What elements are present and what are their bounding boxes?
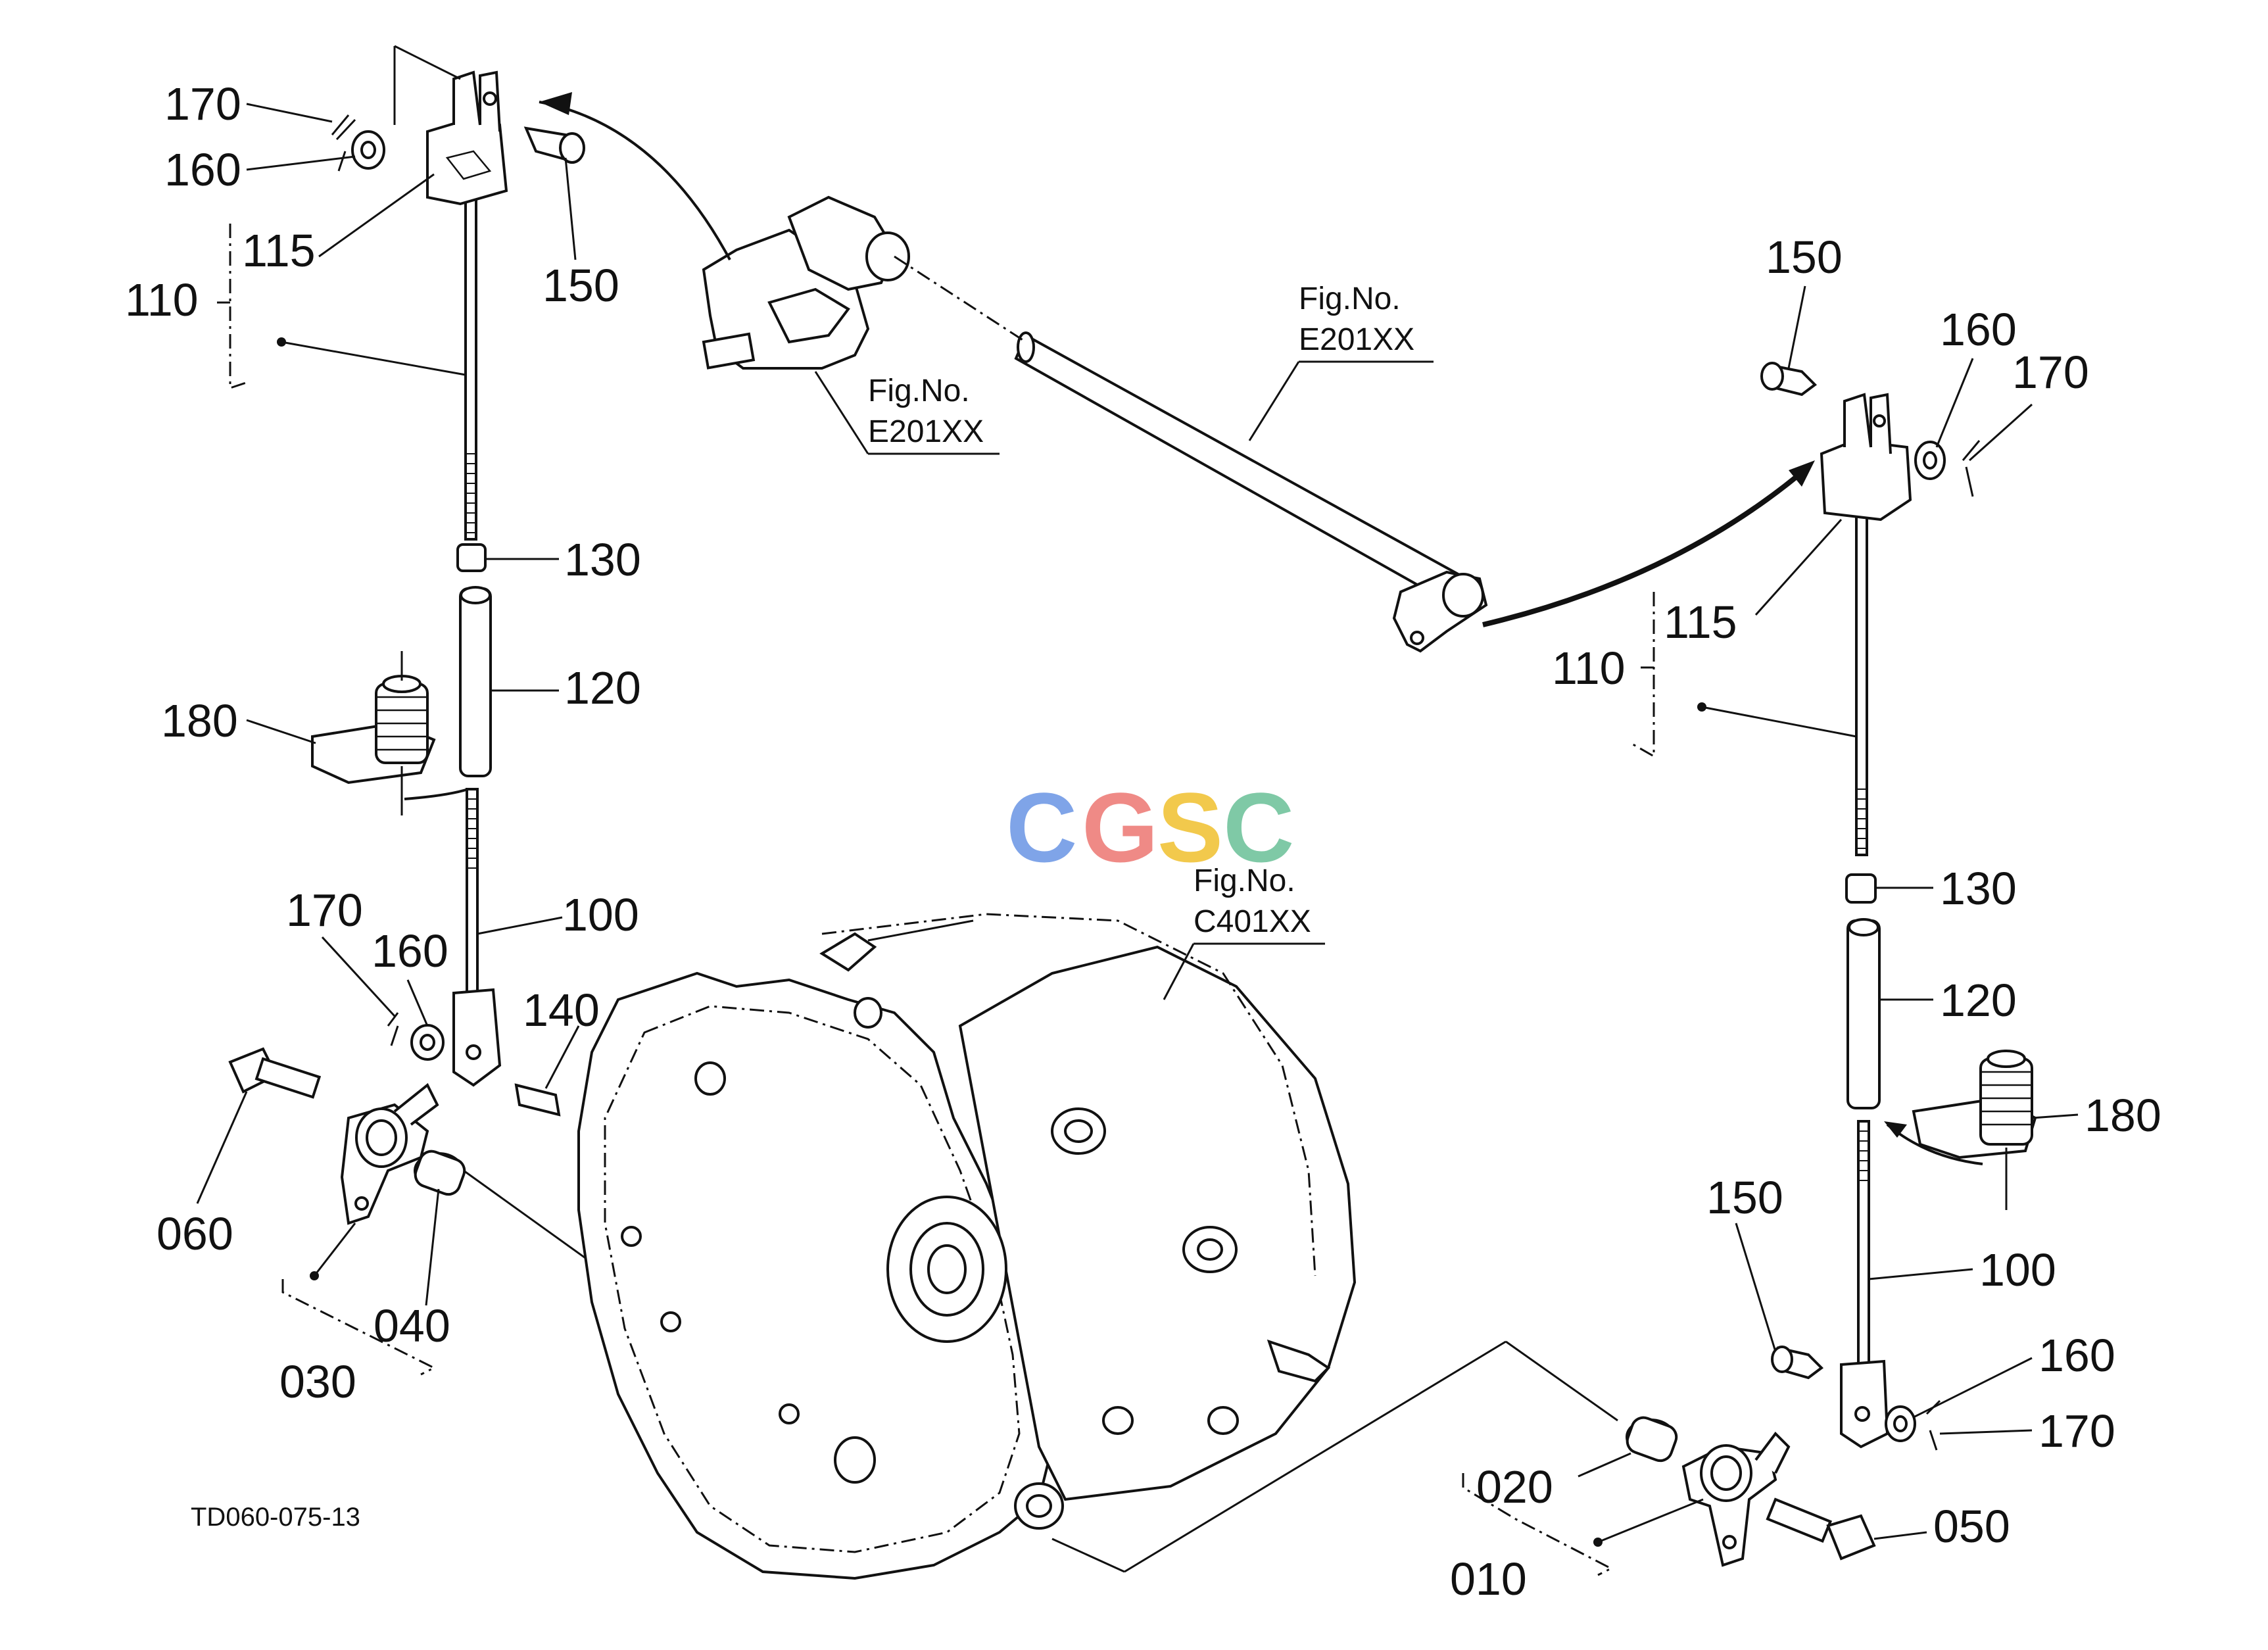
label-010: 010 <box>1450 1553 1527 1605</box>
left-rod-assembly <box>228 70 592 1264</box>
watermark-letter-3: S <box>1157 772 1223 883</box>
label-180-left: 180 <box>161 695 238 746</box>
fig-ref-a-code: E201XX <box>868 414 984 449</box>
transmission-housing <box>577 913 1618 1580</box>
fig-ref-b-code: E201XX <box>1299 322 1414 357</box>
label-150-lower-right: 150 <box>1706 1172 1783 1223</box>
label-160-top-right: 160 <box>1940 304 2017 355</box>
right-upper-rod <box>1855 512 1868 856</box>
leader-to-010 <box>1124 1340 1507 1573</box>
right-bolt-050-shank <box>1766 1497 1833 1543</box>
left-pin-140 <box>514 1083 561 1117</box>
right-lower-clevis <box>1840 1359 1889 1449</box>
right-rod-assembly <box>1626 362 2037 1567</box>
left-bolt-060-shank <box>254 1057 322 1099</box>
bellhousing-flange <box>577 971 1054 1580</box>
label-140: 140 <box>523 984 600 1036</box>
leader-lines <box>196 45 2079 1576</box>
label-100-left: 100 <box>562 889 639 940</box>
label-170-mid-left: 170 <box>286 885 363 936</box>
label-150-top-left: 150 <box>543 260 619 311</box>
right-upper-clevis <box>1820 439 1912 522</box>
label-050: 050 <box>1933 1501 2010 1552</box>
curved-arrow-right <box>1482 464 1810 627</box>
fig-ref-c-title: Fig.No. <box>1194 863 1295 898</box>
right-spring-180 <box>1979 1050 2033 1210</box>
right-lower-rod <box>1857 1120 1870 1366</box>
left-clevis-ear-1 <box>452 70 481 126</box>
label-115-right: 115 <box>1664 596 1737 648</box>
fig-ref-b-title: Fig.No. <box>1299 281 1401 316</box>
fig-reference-a: Fig.No. E201XX <box>814 371 1000 455</box>
fig-reference-b: Fig.No. E201XX <box>1248 281 1434 441</box>
right-sleeve-120 <box>1846 919 1881 1109</box>
right-nut-130 <box>1845 873 1877 904</box>
centre-shaft <box>1014 333 1468 607</box>
left-upper-rod <box>464 196 477 541</box>
fig-reference-c: Fig.No. C401XX <box>1163 863 1325 1000</box>
label-100-right: 100 <box>1979 1244 2056 1296</box>
watermark-letter-2: G <box>1082 772 1159 883</box>
transmission-case <box>958 945 1357 1501</box>
label-110-right: 110 <box>1552 643 1626 694</box>
label-160-lower-right: 160 <box>2039 1330 2115 1381</box>
left-split-pin-170 <box>331 114 356 172</box>
right-bolt-050-head <box>1826 1514 1876 1561</box>
left-sleeve-120 <box>459 587 492 777</box>
label-180-right: 180 <box>2085 1090 2161 1141</box>
left-lower-rod <box>466 788 479 994</box>
fig-ref-a-title: Fig.No. <box>868 374 970 408</box>
watermark-letter-1: C <box>1006 772 1077 883</box>
label-115-left: 115 <box>242 225 316 276</box>
curved-arrow-left <box>539 101 731 260</box>
label-170-top-left: 170 <box>164 78 241 130</box>
label-130-left: 130 <box>564 534 641 585</box>
right-split-pin-170 <box>1962 440 1981 497</box>
label-020: 020 <box>1476 1461 1553 1513</box>
label-150-top-right: 150 <box>1766 231 1843 283</box>
centre-shaft-assembly <box>539 92 1815 653</box>
label-120-left: 120 <box>564 662 641 714</box>
fig-ref-c-code: C401XX <box>1194 904 1311 939</box>
left-spring-180 <box>375 651 429 815</box>
part-labels: 170 160 115 110 150 130 120 180 170 160 … <box>125 78 2161 1605</box>
left-lower-split-pin-170 <box>387 1012 399 1046</box>
label-040: 040 <box>374 1300 450 1351</box>
label-170-lower-right: 170 <box>2039 1405 2115 1457</box>
watermark-letter-4: C <box>1223 772 1294 883</box>
left-clevis-hole <box>483 91 497 106</box>
label-060: 060 <box>157 1208 233 1259</box>
label-170-top-right: 170 <box>2012 347 2089 398</box>
label-160-top-left: 160 <box>164 144 241 195</box>
label-030: 030 <box>279 1356 356 1407</box>
left-lower-clevis <box>452 988 502 1087</box>
label-160-mid-left: 160 <box>372 925 448 977</box>
left-upper-clevis <box>426 120 508 206</box>
watermark-logo: C G S C <box>1006 772 1294 883</box>
drawing-code: TD060-075-13 <box>191 1503 360 1532</box>
left-upper-rod-thread <box>464 453 477 533</box>
label-120-right: 120 <box>1940 975 2017 1026</box>
label-130-right: 130 <box>1940 863 2017 914</box>
label-110-left: 110 <box>125 274 199 326</box>
left-nut-130 <box>456 543 487 572</box>
